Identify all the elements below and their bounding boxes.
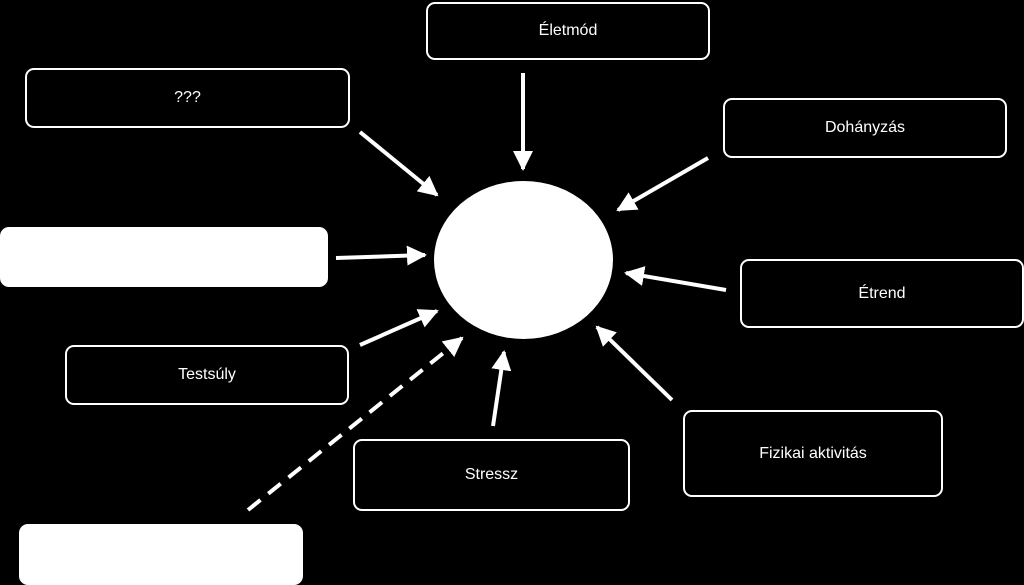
- factor-label-unknown: ???: [174, 89, 201, 106]
- factor-box-eletmod: Életmód: [426, 2, 710, 60]
- factor-label-stressz: Stressz: [464, 466, 519, 483]
- center-circle: [434, 181, 613, 339]
- factor-label-fizikai-aktivitas: Fizikai aktivitás: [759, 444, 867, 462]
- arrow-filled-box: [335, 245, 427, 266]
- arrow-etrend: [624, 266, 727, 292]
- factor-label-eletmod: Életmód: [538, 22, 598, 39]
- arrow-dohanyzas: [616, 156, 710, 212]
- factor-label-testsuly: Testsúly: [178, 366, 236, 383]
- arrow-stressz: [491, 350, 512, 427]
- arrow-fizikai-aktivitas: [595, 325, 674, 402]
- factor-box-dashed: [19, 524, 303, 585]
- factor-box-testsuly: Testsúly: [65, 345, 349, 405]
- arrow-testsuly: [359, 309, 439, 347]
- arrow-dashed: [246, 336, 464, 512]
- factor-label-dohanyzas: Dohányzás: [824, 119, 906, 136]
- factor-box-fizikai-aktivitas: Fizikai aktivitás: [683, 410, 943, 497]
- arrow-unknown: [358, 130, 439, 197]
- factor-box-filled: [0, 227, 328, 287]
- factor-label-etrend: Étrend: [858, 284, 906, 302]
- factor-box-dohanyzas: Dohányzás: [723, 98, 1007, 158]
- factor-box-stressz: Stressz: [353, 439, 630, 511]
- factor-box-unknown: ???: [25, 68, 350, 128]
- factor-box-etrend: Étrend: [740, 259, 1024, 328]
